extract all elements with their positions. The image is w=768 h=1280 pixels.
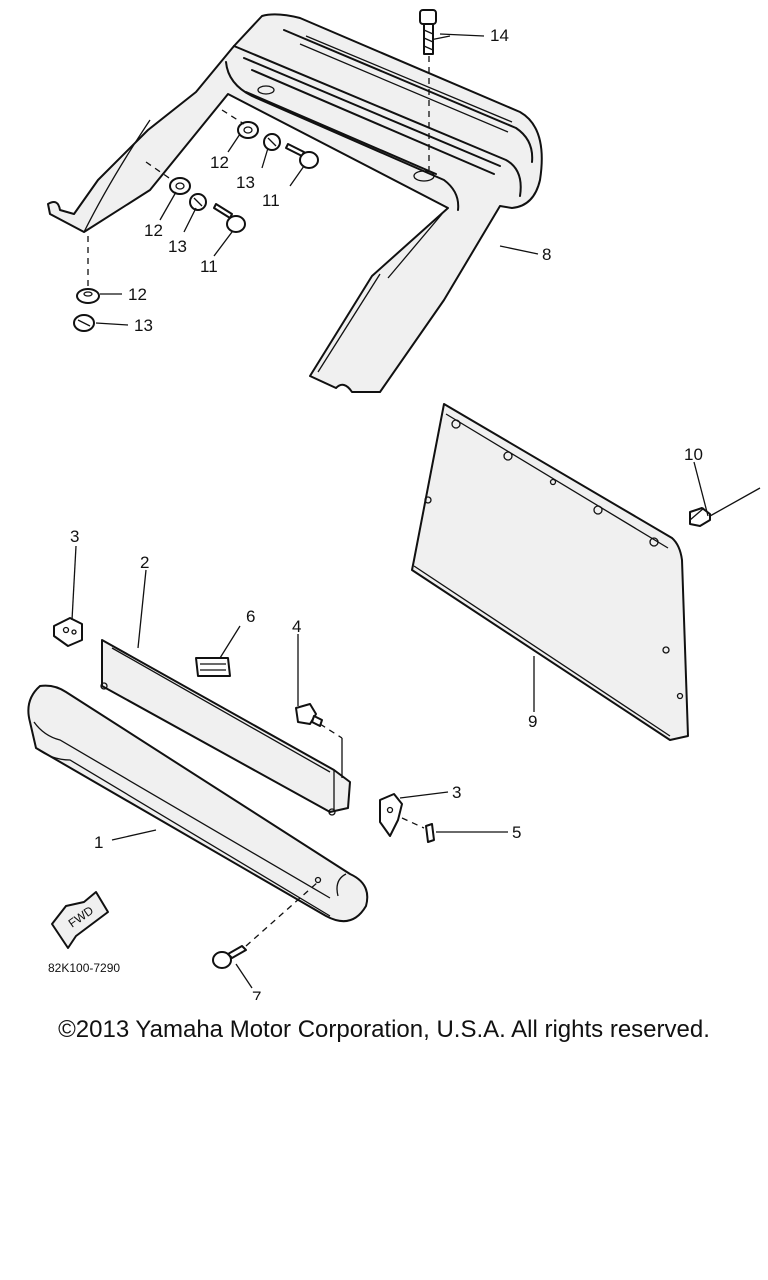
callout-13-lower: 13 <box>168 237 187 256</box>
rail-part-1 <box>27 684 369 923</box>
plate-part-2 <box>100 639 351 816</box>
screw-part-4 <box>295 703 343 778</box>
callout-8: 8 <box>542 245 551 264</box>
callout-13-left: 13 <box>134 316 153 335</box>
callout-11-upper: 11 <box>262 191 280 210</box>
callout-3-right: 3 <box>452 783 461 802</box>
callout-1: 1 <box>94 833 103 852</box>
washer-nut-set-left <box>73 236 100 332</box>
leader-lines <box>71 33 709 989</box>
callout-4: 4 <box>292 617 301 636</box>
callout-6: 6 <box>246 607 255 626</box>
callout-11-lower: 11 <box>200 257 218 276</box>
parts-diagram: FWD 14 8 12 13 11 12 13 11 12 13 10 9 3 … <box>27 9 761 1000</box>
callout-12-upper: 12 <box>210 153 229 172</box>
callout-14: 14 <box>490 26 509 45</box>
callout-2: 2 <box>140 553 149 572</box>
callout-13-upper: 13 <box>236 173 255 192</box>
copyright-notice: ©2013 Yamaha Motor Corporation, U.S.A. A… <box>58 1016 710 1043</box>
mud-flap-part-9 <box>411 403 689 741</box>
diagram-code: 82K100-7290 <box>48 961 120 975</box>
callout-3-left: 3 <box>70 527 79 546</box>
fastener-set-upper <box>221 109 319 169</box>
clip-part-10 <box>689 487 761 527</box>
carrier-frame-part-8 <box>47 13 543 393</box>
fwd-arrow-icon: FWD <box>51 891 109 949</box>
fastener-set-lower <box>145 161 246 233</box>
callout-9: 9 <box>528 712 537 731</box>
callout-10: 10 <box>684 445 703 464</box>
callout-5: 5 <box>512 823 521 842</box>
callout-7: 7 <box>252 988 261 1000</box>
bracket-part-3-left <box>53 617 83 647</box>
clip-part-5 <box>401 817 435 843</box>
callout-12-left: 12 <box>128 285 147 304</box>
bracket-part-3-right <box>379 793 403 837</box>
callout-12-lower: 12 <box>144 221 163 240</box>
bolt-part-7 <box>212 881 319 969</box>
label-part-6 <box>195 657 231 677</box>
bolt-part-14 <box>419 9 437 170</box>
